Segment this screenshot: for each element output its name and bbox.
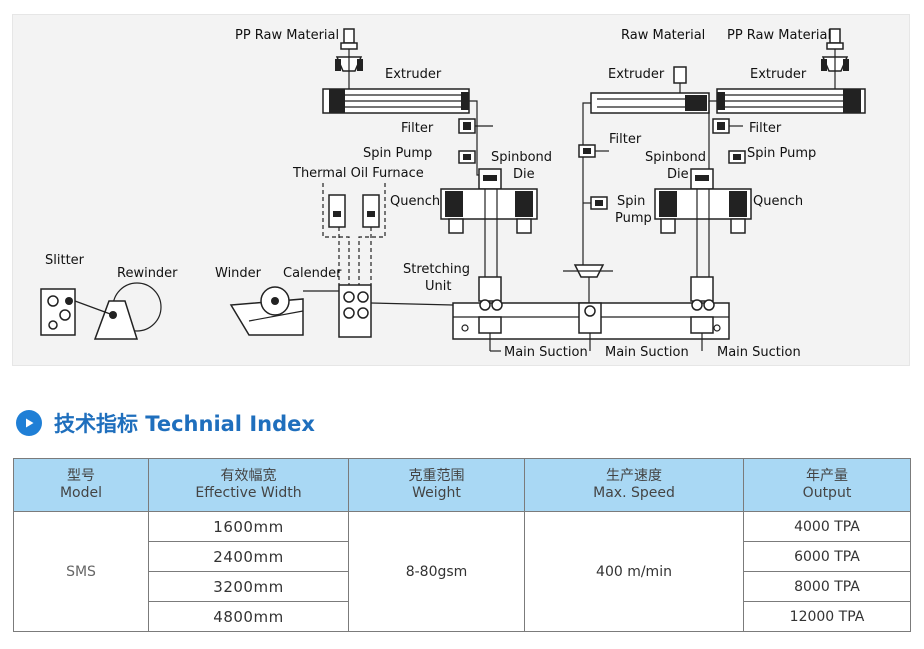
label-spin-pump-left: Spin Pump	[363, 146, 432, 161]
label-winder: Winder	[215, 266, 262, 281]
label-main-suction-3: Main Suction	[717, 345, 801, 360]
rewinder-machine	[74, 282, 162, 340]
label-extruder-mid: Extruder	[608, 67, 665, 82]
section-title: 技术指标 Technial Index	[54, 412, 315, 436]
process-diagram: PP Raw Material Raw Material PP Raw Mate…	[12, 14, 910, 366]
label-calender: Calender	[283, 266, 342, 281]
table-row: 3200mm 8000 TPA	[14, 571, 911, 602]
spinning-line-right	[654, 28, 866, 351]
label-spinbond-die-right-line2: Die	[667, 167, 689, 182]
label-spin-pump-mid-line1: Spin	[617, 194, 645, 209]
cell-output: 8000 TPA	[743, 571, 911, 602]
label-filter-right: Filter	[749, 121, 782, 136]
label-raw-material-mid: Raw Material	[621, 28, 705, 43]
table-row: SMS 1600mm 8-80gsm 400 m/min 4000 TPA	[13, 511, 911, 632]
thermal-oil-furnace	[322, 183, 386, 285]
cell-speed: 400 m/min	[524, 511, 744, 632]
cell-output: 6000 TPA	[743, 541, 911, 572]
label-extruder-left: Extruder	[385, 67, 442, 82]
label-spinbond-die-left-line1: Spinbond	[491, 150, 552, 165]
label-pp-raw-material-right: PP Raw Material	[727, 28, 831, 43]
label-quench-right: Quench	[753, 194, 803, 209]
main-frame	[370, 302, 730, 340]
label-stretching-unit-line1: Stretching	[403, 262, 470, 277]
label-filter-left: Filter	[401, 121, 434, 136]
label-filter-mid: Filter	[609, 132, 642, 147]
label-rewinder: Rewinder	[117, 266, 178, 281]
section-heading: 技术指标 Technial Index	[16, 406, 315, 440]
cell-weight: 8-80gsm	[348, 511, 525, 632]
cell-width: 1600mm	[148, 511, 349, 542]
label-quench-left: Quench	[390, 194, 440, 209]
label-stretching-unit-line2: Unit	[425, 279, 451, 294]
label-extruder-right: Extruder	[750, 67, 807, 82]
cell-output: 4000 TPA	[743, 511, 911, 542]
cell-model: SMS	[13, 511, 149, 632]
diagram-labels: PP Raw Material Raw Material PP Raw Mate…	[45, 28, 831, 360]
label-spinbond-die-right-line1: Spinbond	[645, 150, 706, 165]
label-main-suction-1: Main Suction	[504, 345, 588, 360]
label-spin-pump-right: Spin Pump	[747, 146, 816, 161]
play-circle-icon	[16, 410, 42, 436]
winder-machine	[229, 286, 339, 336]
cell-width: 4800mm	[148, 601, 349, 632]
calender-machine	[338, 284, 372, 338]
cell-output: 12000 TPA	[743, 601, 911, 632]
label-spin-pump-mid-line2: Pump	[615, 211, 652, 226]
table-row: 2400mm 6000 TPA	[14, 541, 911, 572]
cell-width: 2400mm	[148, 541, 349, 572]
spinning-line-left	[322, 28, 538, 352]
label-spinbond-die-left-line2: Die	[513, 167, 535, 182]
meltblown-line-mid	[563, 66, 710, 351]
label-thermal-oil-furnace: Thermal Oil Furnace	[292, 166, 424, 181]
label-pp-raw-material-left: PP Raw Material	[235, 28, 339, 43]
process-diagram-drawing: PP Raw Material Raw Material PP Raw Mate…	[40, 28, 866, 360]
label-slitter: Slitter	[45, 253, 85, 268]
cell-width: 3200mm	[148, 571, 349, 602]
slitter-machine	[40, 288, 76, 336]
label-main-suction-2: Main Suction	[605, 345, 689, 360]
table-row: 4800mm 12000 TPA	[14, 601, 911, 632]
